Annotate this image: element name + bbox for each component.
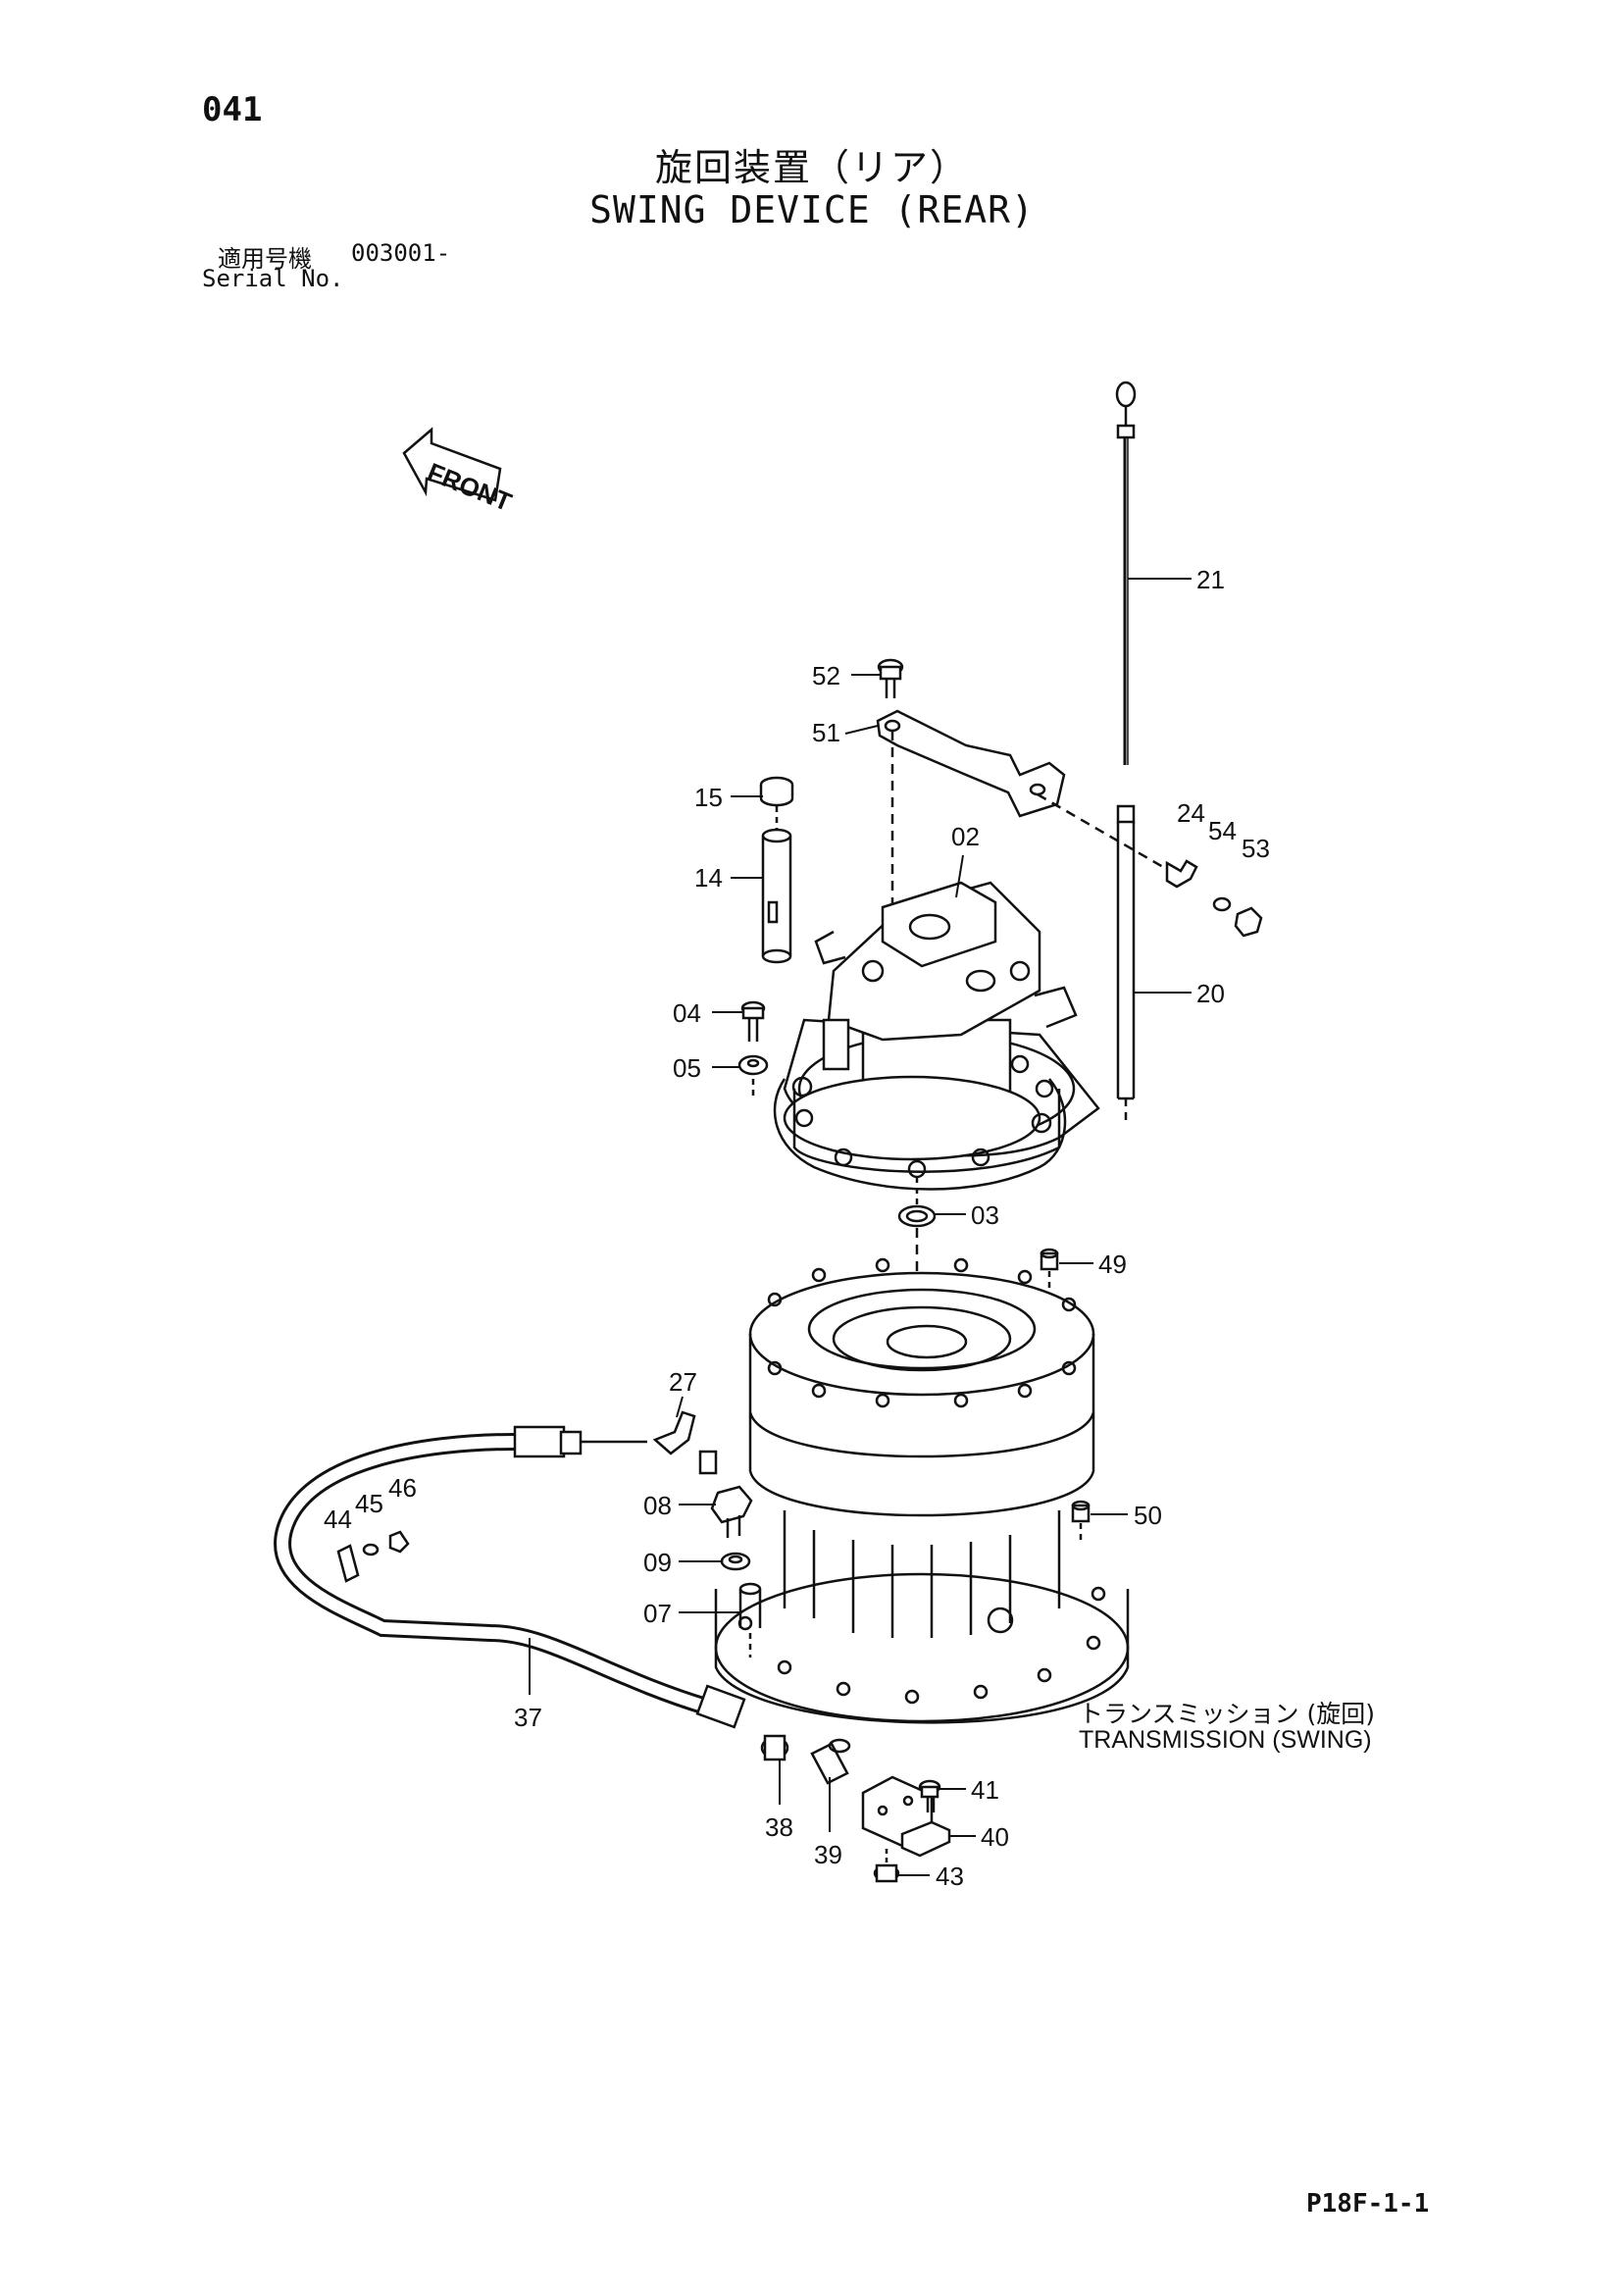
dipstick xyxy=(1115,381,1137,765)
callout-20: 20 xyxy=(1196,979,1225,1008)
callout-labels: 21 52 51 15 02 24 54 53 14 20 04 05 03 4… xyxy=(324,565,1270,1891)
title-english: SWING DEVICE (REAR) xyxy=(589,188,1035,231)
callout-05: 05 xyxy=(673,1053,701,1083)
leader-lines xyxy=(529,578,1192,1876)
plug-43 xyxy=(873,1849,900,1883)
clamp-24 xyxy=(1165,859,1263,938)
callout-24: 24 xyxy=(1177,798,1205,828)
callout-38: 38 xyxy=(765,1812,793,1842)
bolt-08 xyxy=(710,1485,753,1538)
plug-50 xyxy=(1071,1500,1091,1545)
level-gauge-tube xyxy=(1116,804,1136,1123)
washer-09 xyxy=(720,1552,751,1571)
callout-27: 27 xyxy=(669,1367,697,1397)
adapter-38 xyxy=(760,1734,789,1761)
callout-49: 49 xyxy=(1098,1250,1127,1279)
callout-54: 54 xyxy=(1208,816,1237,845)
callout-02: 02 xyxy=(951,822,980,851)
callout-08: 08 xyxy=(643,1491,672,1520)
callout-07: 07 xyxy=(643,1599,672,1628)
transmission-housing xyxy=(714,1257,1130,1724)
callout-37: 37 xyxy=(514,1703,542,1732)
page-code: P18F-1-1 xyxy=(1306,2189,1430,2219)
motor-flange xyxy=(773,1054,1067,1191)
bolt-04 xyxy=(740,1000,766,1042)
pipe-14 xyxy=(761,828,792,964)
washer-05 xyxy=(737,1054,769,1097)
bracket-51 xyxy=(876,709,1183,937)
title-japanese: 旋回装置（リア） xyxy=(654,146,969,189)
callout-46: 46 xyxy=(388,1473,417,1503)
clamp-44 xyxy=(336,1530,410,1583)
fitting-39 xyxy=(810,1738,851,1785)
callout-50: 50 xyxy=(1134,1501,1162,1530)
callout-53: 53 xyxy=(1242,834,1270,863)
bolt-52 xyxy=(877,658,904,698)
callout-03: 03 xyxy=(971,1200,999,1230)
serial-value: 003001- xyxy=(351,239,451,267)
callout-40: 40 xyxy=(981,1822,1009,1852)
callout-52: 52 xyxy=(812,661,840,690)
plug-49 xyxy=(1040,1248,1059,1291)
front-arrow-icon: FRONT xyxy=(402,427,516,517)
stud-07 xyxy=(738,1582,762,1658)
callout-51: 51 xyxy=(812,718,840,747)
block-40 xyxy=(861,1775,951,1858)
callout-43: 43 xyxy=(936,1862,964,1891)
callout-39: 39 xyxy=(814,1840,842,1869)
callout-04: 04 xyxy=(673,998,701,1028)
serial-label-english: Serial No. xyxy=(202,265,344,292)
callout-21: 21 xyxy=(1196,565,1225,594)
assembly-label-japanese: トランスミッション (旋回) xyxy=(1079,1700,1375,1728)
bolt-41 xyxy=(918,1779,941,1812)
page-number: 041 xyxy=(202,90,263,129)
hose-37 xyxy=(274,1425,746,1729)
callout-09: 09 xyxy=(643,1548,672,1577)
callout-14: 14 xyxy=(694,863,723,893)
cap-15 xyxy=(759,776,794,829)
elbow-27 xyxy=(652,1410,718,1475)
callout-44: 44 xyxy=(324,1505,352,1534)
serial-label-japanese: 適用号機 xyxy=(218,245,312,273)
callout-45: 45 xyxy=(355,1489,383,1518)
assembly-label-english: TRANSMISSION (SWING) xyxy=(1079,1726,1372,1754)
callout-41: 41 xyxy=(971,1775,999,1805)
callout-15: 15 xyxy=(694,783,723,812)
